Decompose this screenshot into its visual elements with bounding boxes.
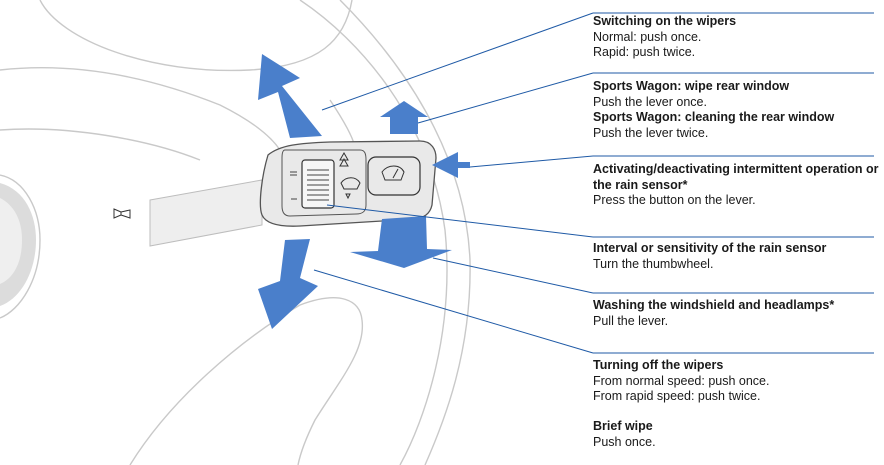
logo-edge bbox=[0, 183, 36, 306]
motion-arrows bbox=[258, 54, 470, 329]
rear-wiper-button[interactable] bbox=[367, 156, 421, 196]
annotation-brief-wipe: Brief wipe Push once. bbox=[593, 419, 656, 449]
rear-wiper-icon bbox=[381, 165, 405, 181]
thumbwheel[interactable] bbox=[301, 159, 335, 209]
arrow-up-rear-window bbox=[380, 101, 428, 134]
annotation-rear-window: Sports Wagon: wipe rear window Push the … bbox=[593, 79, 835, 140]
arrow-down-pull bbox=[350, 216, 452, 268]
annotation-thumbwheel: Interval or sensitivity of the rain sens… bbox=[593, 241, 827, 271]
arrow-up-switch-on bbox=[258, 54, 322, 138]
steering-wheel bbox=[0, 0, 471, 465]
annotation-switching-on: Switching on the wipers Normal: push onc… bbox=[593, 14, 737, 59]
annotation-turning-off: Turning off the wipers From normal speed… bbox=[593, 358, 770, 403]
leader-lines bbox=[313, 12, 874, 354]
horn-icon bbox=[113, 208, 131, 219]
arrow-down-switch-off bbox=[258, 239, 318, 329]
wiper-stalk bbox=[149, 179, 263, 247]
wiper-symbol-icon bbox=[339, 151, 361, 200]
annotation-intermittent: Activating/deactivating intermittent ope… bbox=[593, 162, 879, 207]
arrow-left-press-button bbox=[432, 152, 470, 178]
annotation-washing: Washing the windshield and headlamps* Pu… bbox=[593, 298, 835, 328]
